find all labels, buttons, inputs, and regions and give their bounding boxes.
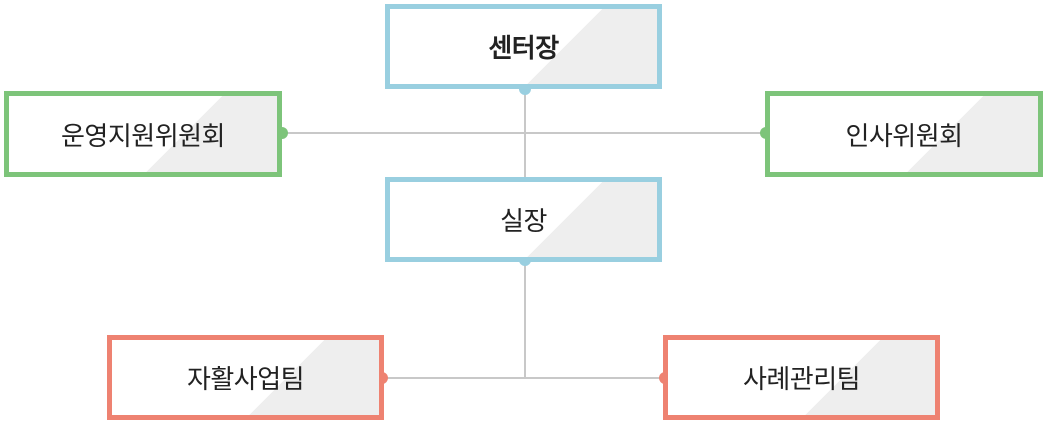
director-box: 센터장 <box>385 4 662 89</box>
operations-committee-label: 운영지원위원회 <box>61 121 225 152</box>
operations-committee-box: 운영지원위원회 <box>4 91 282 177</box>
office-head-label: 실장 <box>500 207 547 237</box>
self-sufficiency-team-label: 자활사업팀 <box>186 365 305 395</box>
self-sufficiency-team-box: 자활사업팀 <box>107 335 384 420</box>
case-management-team-box: 사례관리팀 <box>663 335 940 420</box>
hr-committee-box: 인사위원회 <box>765 91 1043 177</box>
hr-committee-label: 인사위원회 <box>845 121 963 152</box>
director-label: 센터장 <box>488 34 559 64</box>
case-management-team-label: 사례관리팀 <box>742 365 861 395</box>
office-head-box: 실장 <box>385 177 662 262</box>
